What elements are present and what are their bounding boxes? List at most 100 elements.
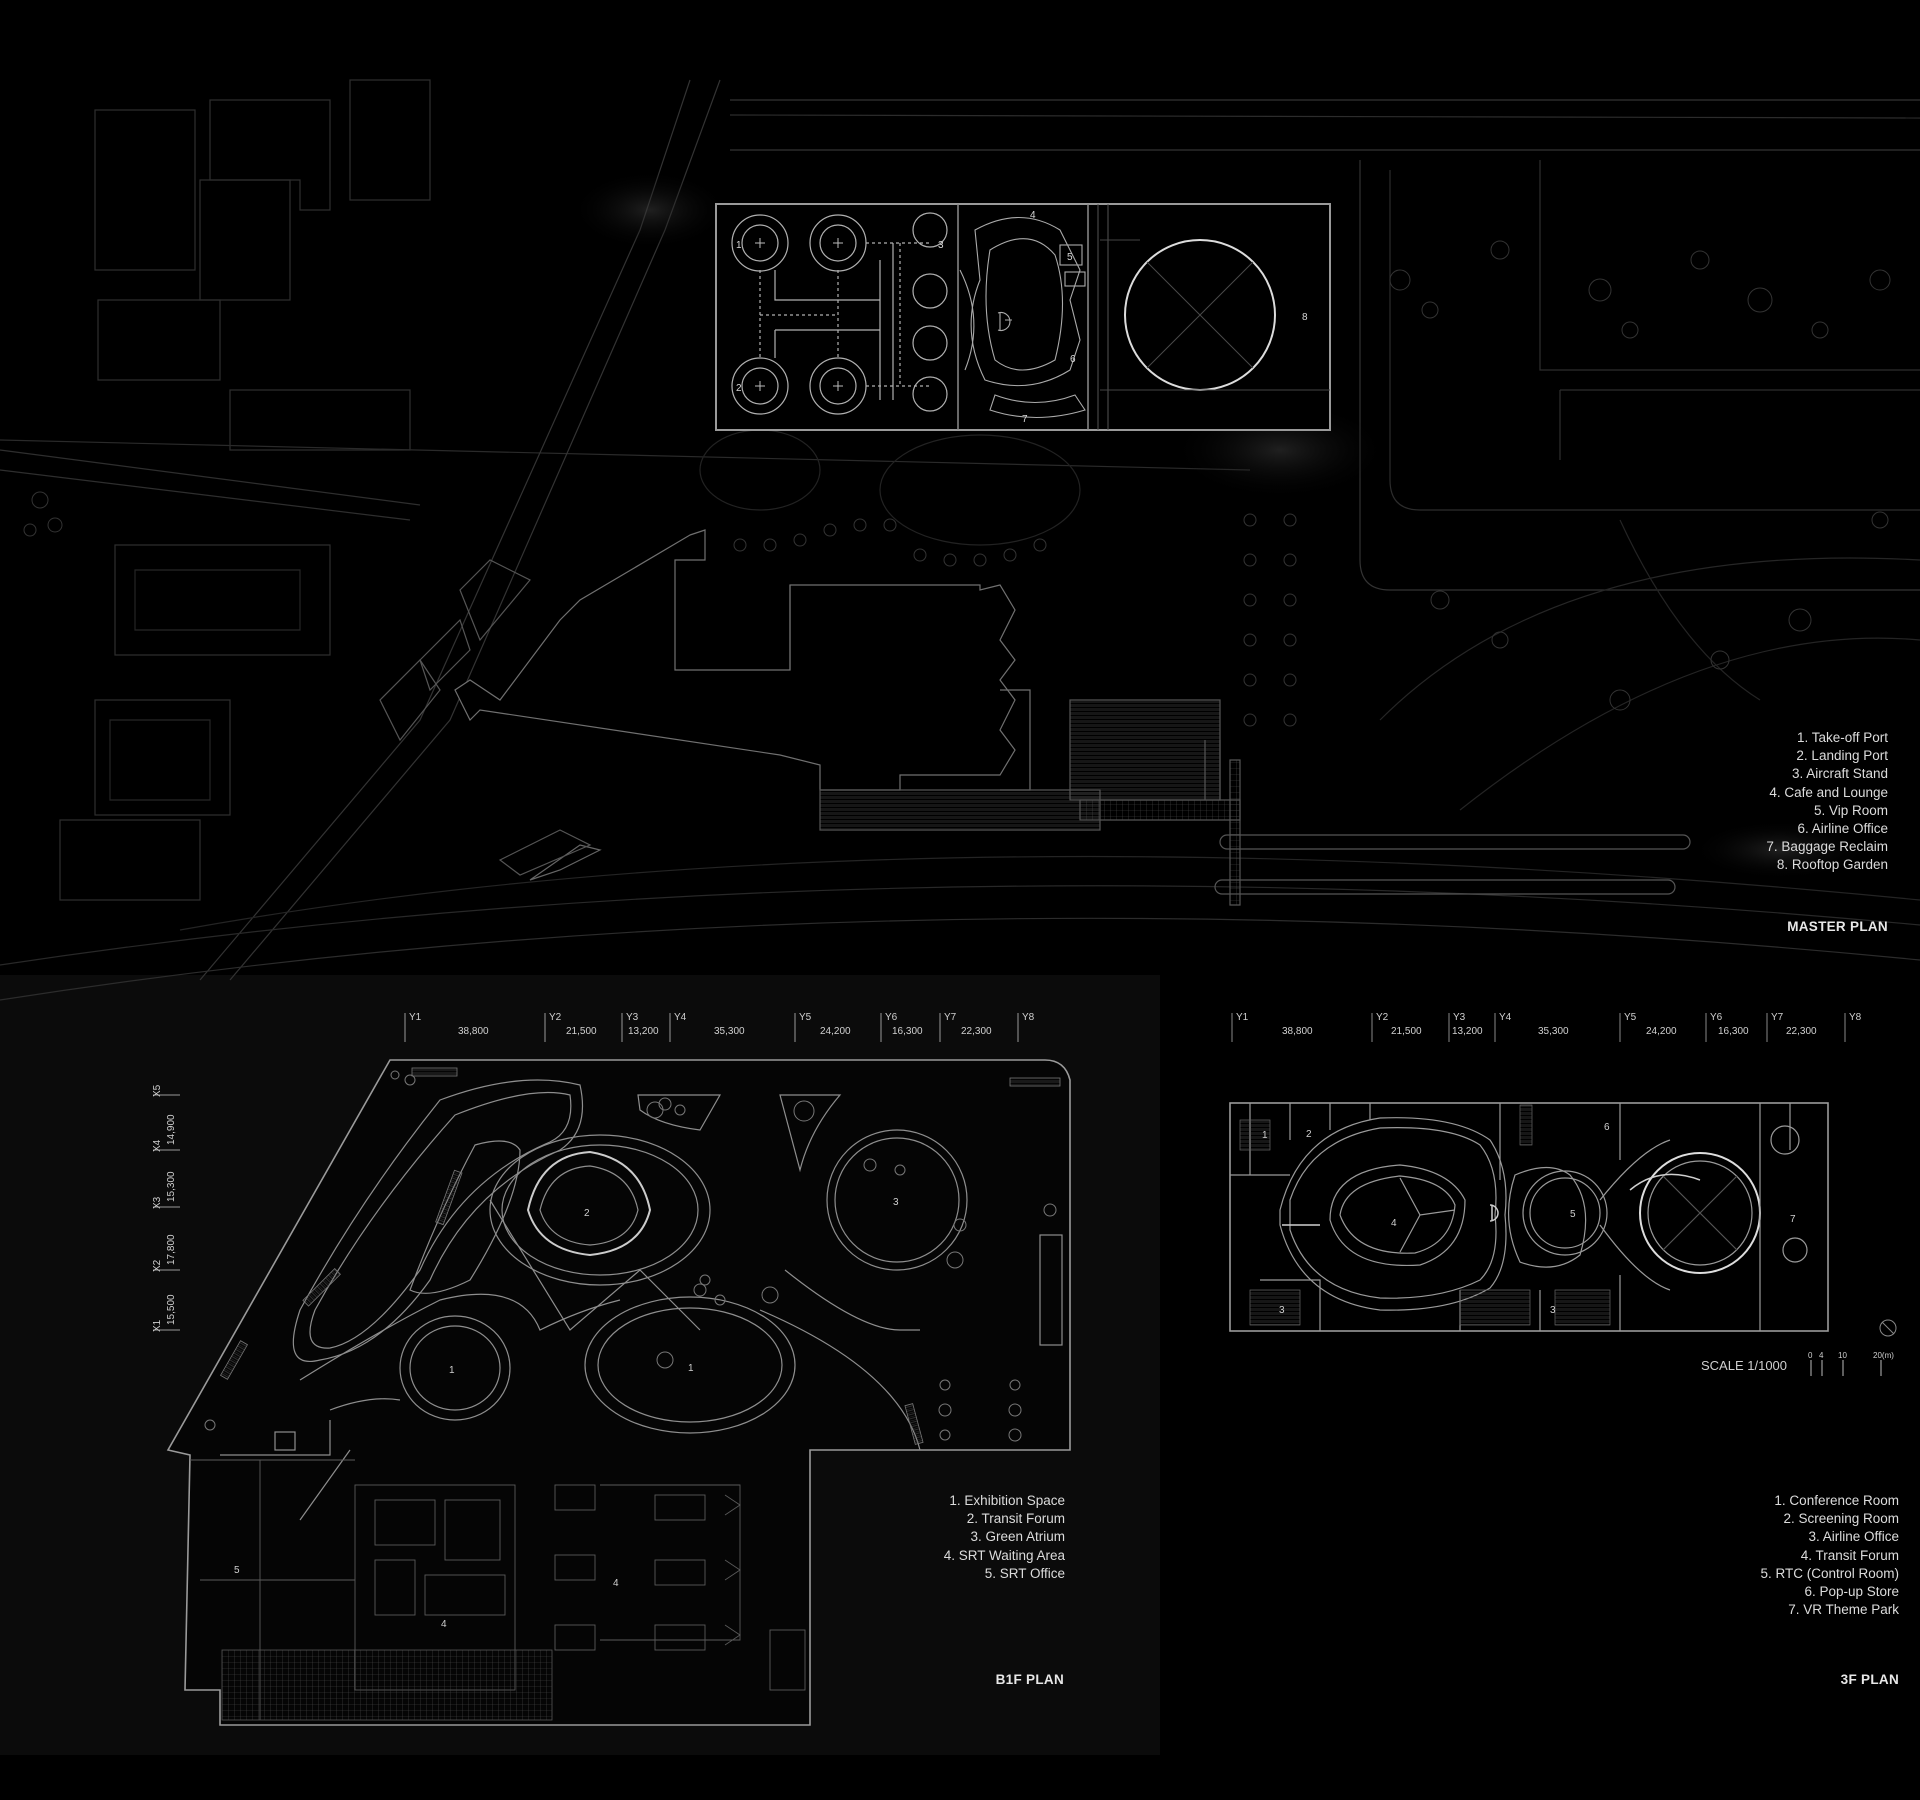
scale-tick-label: 10 <box>1838 1351 1847 1360</box>
legend-item: 5. SRT Office <box>984 1565 1065 1581</box>
f3-room-4: 4 <box>1391 1218 1397 1229</box>
f3-grid-y3: Y3 <box>1453 1012 1466 1023</box>
f3-grid-y8: Y8 <box>1849 1012 1862 1023</box>
b1f-grid-y3: Y3 <box>626 1012 639 1023</box>
scale-tick-label: 4 <box>1819 1351 1824 1360</box>
f3-dim-x: 24,200 <box>1646 1026 1677 1037</box>
station-complex <box>379 529 1241 881</box>
f3-dim-x: 38,800 <box>1282 1026 1313 1037</box>
b1f-plan-title: B1F PLAN <box>995 1672 1064 1687</box>
master-room-3: 3 <box>938 240 944 251</box>
legend-item: 8. Rooftop Garden <box>1776 857 1888 873</box>
b1f-room-4: 4 <box>441 1619 447 1630</box>
b1f-plan <box>153 1013 1071 1726</box>
legend-item: 6. Pop-up Store <box>1804 1584 1899 1600</box>
b1f-dim-y: 15,300 <box>166 1171 177 1202</box>
b1f-room-4: 4 <box>613 1578 619 1589</box>
b1f-plan-legend: 1. Exhibition Space 2. Transit Forum 3. … <box>944 1492 1065 1583</box>
b1f-room-2: 2 <box>584 1208 590 1219</box>
b1f-room-1: 1 <box>449 1365 455 1376</box>
f3-grid-y5: Y5 <box>1624 1012 1637 1023</box>
f3-grid-y6: Y6 <box>1710 1012 1723 1023</box>
legend-item: 7. VR Theme Park <box>1788 1602 1899 1618</box>
b1f-grid-paving <box>221 1649 553 1721</box>
b1f-grid-x2: X2 <box>152 1259 163 1272</box>
f3-room-7: 7 <box>1790 1214 1796 1225</box>
legend-item: 3. Aircraft Stand <box>1791 766 1888 782</box>
f3-room-3: 3 <box>1279 1305 1285 1316</box>
b1f-grid-y1: Y1 <box>409 1012 422 1023</box>
f3-dim-x: 22,300 <box>1786 1026 1817 1037</box>
f3-plan-legend: 1. Conference Room 2. Screening Room 3. … <box>1760 1492 1899 1619</box>
haze-effect <box>1690 820 1870 880</box>
f3-grid-y2: Y2 <box>1376 1012 1389 1023</box>
b1f-grid-y7: Y7 <box>944 1012 957 1023</box>
scale-bar <box>1810 1360 1882 1376</box>
f3-plan <box>1229 1013 1897 1337</box>
legend-item: 4. Cafe and Lounge <box>1769 784 1888 800</box>
legend-item: 2. Screening Room <box>1783 1511 1899 1527</box>
b1f-dim-y: 15,500 <box>166 1294 177 1325</box>
b1f-grid-lines <box>153 1013 1019 1331</box>
f3-room-6: 6 <box>1604 1122 1610 1133</box>
b1f-grid-y8: Y8 <box>1022 1012 1035 1023</box>
master-room-5: 5 <box>1067 252 1073 263</box>
f3-dim-x: 13,200 <box>1452 1026 1483 1037</box>
f3-dim-x: 16,300 <box>1718 1026 1749 1037</box>
b1f-dim-x: 21,500 <box>566 1026 597 1037</box>
f3-dim-x: 35,300 <box>1538 1026 1569 1037</box>
rooftop-building <box>715 203 1331 431</box>
b1f-grid-x1: X1 <box>152 1319 163 1332</box>
legend-item: 4. SRT Waiting Area <box>943 1547 1065 1563</box>
f3-plan-title: 3F PLAN <box>1840 1672 1899 1687</box>
b1f-dim-x: 22,300 <box>961 1026 992 1037</box>
b1f-dim-y: 14,900 <box>166 1114 177 1145</box>
legend-item: 2. Transit Forum <box>966 1511 1065 1527</box>
legend-item: 1. Conference Room <box>1774 1493 1899 1508</box>
b1f-dim-x: 38,800 <box>458 1026 489 1037</box>
b1f-dim-x: 16,300 <box>892 1026 923 1037</box>
master-room-7: 7 <box>1022 414 1028 425</box>
legend-item: 5. Vip Room <box>1813 802 1888 818</box>
legend-item: 3. Airline Office <box>1808 1529 1899 1545</box>
legend-item: 3. Green Atrium <box>970 1529 1065 1545</box>
master-plan-context <box>0 79 1920 1001</box>
master-room-4: 4 <box>1030 210 1036 221</box>
master-room-2: 2 <box>736 383 742 394</box>
f3-room-1: 1 <box>1262 1130 1268 1141</box>
b1f-grid-y5: Y5 <box>799 1012 812 1023</box>
f3-grid-y1: Y1 <box>1236 1012 1249 1023</box>
master-room-6: 6 <box>1070 354 1076 365</box>
b1f-dim-x: 13,200 <box>628 1026 659 1037</box>
b1f-room-5: 5 <box>234 1565 240 1576</box>
site-trees <box>23 240 1891 727</box>
north-arrow-icon <box>1879 1319 1897 1337</box>
master-plan-title: MASTER PLAN <box>1787 919 1888 934</box>
b1f-dim-y: 17,800 <box>166 1234 177 1265</box>
b1f-room-1: 1 <box>688 1363 694 1374</box>
f3-room-5: 5 <box>1570 1209 1576 1220</box>
legend-item: 2. Landing Port <box>1796 748 1888 764</box>
legend-item: 1. Exhibition Space <box>949 1493 1065 1508</box>
scale-tick-label: 0 <box>1808 1351 1813 1360</box>
master-room-1: 1 <box>736 240 742 251</box>
f3-grid-y4: Y4 <box>1499 1012 1512 1023</box>
legend-item: 7. Baggage Reclaim <box>1766 839 1888 855</box>
f3-room-3: 3 <box>1550 1305 1556 1316</box>
station-platforms <box>1204 740 1691 906</box>
legend-item: 4. Transit Forum <box>1800 1547 1899 1563</box>
f3-grid-y7: Y7 <box>1771 1012 1784 1023</box>
b1f-dim-x: 24,200 <box>820 1026 851 1037</box>
b1f-grid-x4: X4 <box>152 1139 163 1152</box>
legend-item: 5. RTC (Control Room) <box>1760 1565 1899 1581</box>
b1f-grid-y4: Y4 <box>674 1012 687 1023</box>
b1f-grid-x3: X3 <box>152 1196 163 1209</box>
b1f-grid-y6: Y6 <box>885 1012 898 1023</box>
scale-label: SCALE 1/1000 <box>1701 1358 1788 1373</box>
legend-item: 1. Take-off Port <box>1796 730 1888 745</box>
haze-effect <box>570 170 730 250</box>
master-plan-legend: 1. Take-off Port 2. Landing Port 3. Airc… <box>1766 729 1888 875</box>
f3-grid-lines <box>1231 1013 1846 1042</box>
master-room-8: 8 <box>1302 312 1308 323</box>
